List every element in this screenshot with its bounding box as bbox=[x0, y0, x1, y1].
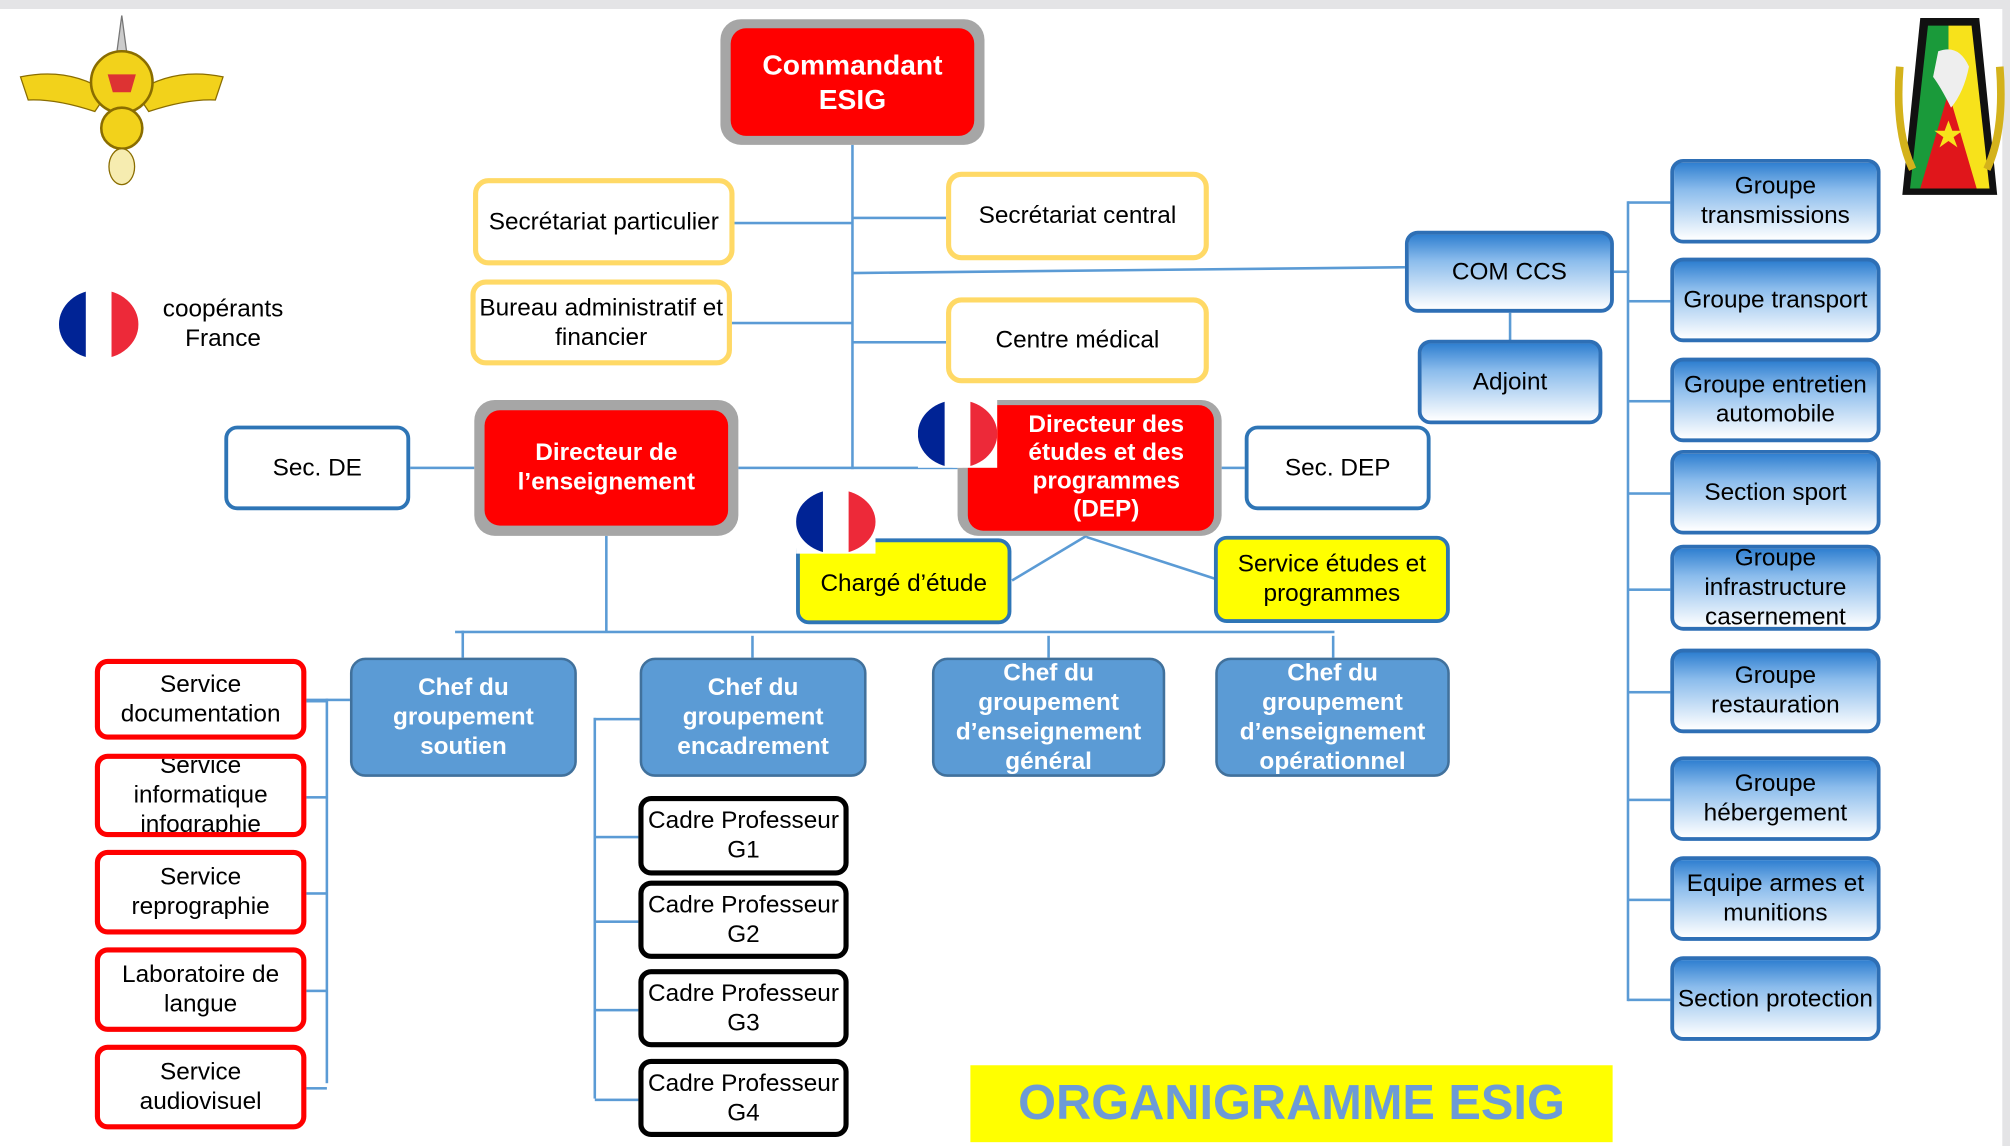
cadre-professeur-box[interactable]: Cadre Professeur G1 bbox=[638, 796, 849, 876]
connector bbox=[852, 216, 947, 220]
connector bbox=[1221, 466, 1245, 470]
ccs-unit-box[interactable]: Groupe transmissions bbox=[1670, 158, 1881, 244]
sec-dep-box[interactable]: Sec. DEP bbox=[1244, 425, 1431, 511]
connector bbox=[594, 1098, 639, 1102]
connector bbox=[594, 920, 639, 923]
adjoint-box[interactable]: Adjoint bbox=[1417, 339, 1603, 425]
france-flag-icon bbox=[796, 489, 876, 554]
legend-label: coopérants France bbox=[162, 296, 284, 353]
connector bbox=[1628, 690, 1671, 694]
connector bbox=[594, 835, 639, 839]
connector bbox=[751, 635, 754, 658]
connector bbox=[306, 796, 327, 799]
window-right-edge bbox=[2002, 0, 2010, 1146]
window-top-edge bbox=[0, 0, 2010, 9]
connector bbox=[455, 630, 1335, 634]
connector bbox=[1628, 299, 1671, 303]
connector bbox=[325, 698, 329, 1084]
connector bbox=[306, 989, 327, 993]
france-flag-icon bbox=[58, 289, 139, 359]
connector bbox=[1508, 312, 1512, 341]
connector bbox=[731, 321, 853, 325]
connector bbox=[1628, 492, 1671, 495]
france-flag-icon bbox=[917, 399, 998, 468]
dep-box[interactable]: Directeur des études et des programmes (… bbox=[967, 405, 1214, 531]
chef-groupement-soutien[interactable]: Chef du groupement soutien bbox=[349, 657, 577, 777]
connector bbox=[1628, 798, 1671, 802]
connector bbox=[851, 144, 854, 470]
chef-groupement-encadrement[interactable]: Chef du groupement encadrement bbox=[639, 657, 867, 777]
ccs-unit-box[interactable]: Section sport bbox=[1670, 449, 1881, 535]
commandant-box[interactable]: Commandant ESIG bbox=[730, 28, 975, 136]
connector bbox=[1628, 201, 1671, 204]
ccs-unit-box[interactable]: Groupe infrastructure casernement bbox=[1670, 544, 1881, 631]
connector bbox=[734, 221, 853, 225]
connector bbox=[1628, 998, 1671, 1002]
charge-etude-box[interactable]: Chargé d’étude bbox=[796, 538, 1012, 625]
centre-medical[interactable]: Centre médical bbox=[946, 297, 1209, 384]
connector bbox=[593, 717, 597, 1099]
connector bbox=[738, 466, 958, 470]
service-box[interactable]: Laboratoire de langue bbox=[94, 947, 307, 1032]
service-etudes-box[interactable]: Service études et programmes bbox=[1213, 535, 1450, 623]
chef-groupement-enseignement-operationnel[interactable]: Chef du groupement d’enseignement opérat… bbox=[1215, 657, 1450, 777]
left-emblem-logo bbox=[19, 15, 224, 186]
connector bbox=[593, 717, 640, 721]
connector bbox=[1047, 635, 1050, 658]
connector bbox=[306, 892, 327, 895]
service-box[interactable]: Service audiovisuel bbox=[94, 1044, 307, 1130]
right-emblem-logo bbox=[1894, 17, 2005, 195]
service-box[interactable]: Service informatique infographie bbox=[94, 753, 307, 838]
connector bbox=[306, 698, 350, 702]
connector bbox=[306, 1087, 327, 1090]
secretariat-particulier[interactable]: Secrétariat particulier bbox=[473, 178, 735, 266]
connector bbox=[461, 630, 465, 658]
connector bbox=[852, 265, 1405, 275]
connector bbox=[1628, 898, 1671, 902]
ccs-unit-box[interactable]: Groupe restauration bbox=[1670, 648, 1881, 734]
connector bbox=[852, 340, 947, 344]
secretariat-central[interactable]: Secrétariat central bbox=[946, 171, 1209, 261]
connector bbox=[1011, 534, 1088, 582]
connector bbox=[1628, 399, 1671, 403]
connector bbox=[1626, 201, 1630, 1002]
ccs-unit-box[interactable]: Groupe hébergement bbox=[1670, 756, 1881, 841]
connector bbox=[410, 466, 475, 470]
service-box[interactable]: Service documentation bbox=[94, 658, 307, 740]
com-ccs-box[interactable]: COM CCS bbox=[1404, 230, 1614, 313]
page-title: ORGANIGRAMME ESIG bbox=[970, 1065, 1613, 1143]
ccs-unit-box[interactable]: Section protection bbox=[1670, 956, 1881, 1041]
cadre-professeur-box[interactable]: Cadre Professeur G3 bbox=[638, 969, 849, 1048]
connector bbox=[1628, 588, 1671, 591]
cadre-professeur-box[interactable]: Cadre Professeur G4 bbox=[638, 1058, 849, 1138]
connector bbox=[605, 535, 608, 632]
bureau-administratif[interactable]: Bureau administratif et financier bbox=[470, 279, 732, 366]
ccs-unit-box[interactable]: Groupe transport bbox=[1670, 257, 1881, 343]
cadre-professeur-box[interactable]: Cadre Professeur G2 bbox=[638, 880, 849, 959]
connector bbox=[594, 1008, 639, 1012]
directeur-enseignement-box[interactable]: Directeur de l’enseignement bbox=[484, 410, 729, 526]
chef-groupement-enseignement-general[interactable]: Chef du groupement d’enseignement généra… bbox=[931, 657, 1166, 777]
sec-de-box[interactable]: Sec. DE bbox=[224, 425, 411, 511]
connector bbox=[1331, 635, 1335, 658]
connector bbox=[1613, 270, 1630, 274]
connector bbox=[306, 699, 327, 703]
ccs-unit-box[interactable]: Groupe entretien automobile bbox=[1670, 357, 1881, 443]
connector bbox=[1086, 535, 1216, 580]
service-box[interactable]: Service reprographie bbox=[94, 849, 307, 935]
ccs-unit-box[interactable]: Equipe armes et munitions bbox=[1670, 856, 1881, 941]
